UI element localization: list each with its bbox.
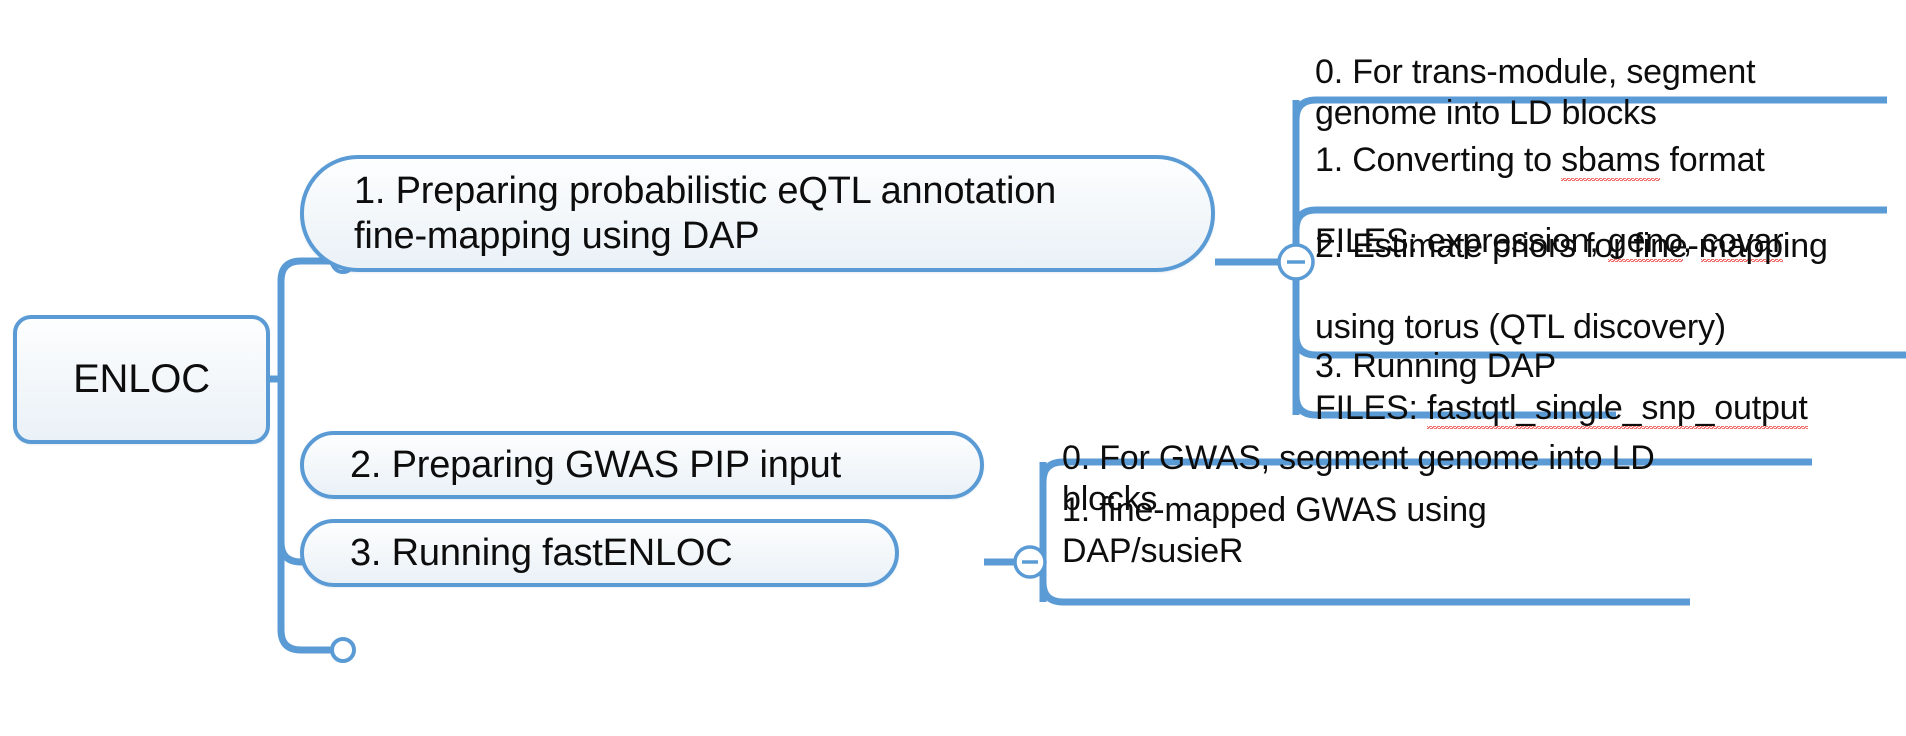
branch-node-1-label: 1. Preparing probabilistic eQTL annotati… — [354, 169, 1057, 257]
branch-node-1[interactable]: 1. Preparing probabilistic eQTL annotati… — [300, 155, 1215, 272]
leaf-item-a2-line1: 2. Estimate priors for fine-mapping — [1315, 227, 1828, 266]
leaf-item-a1-misspelled-covar: covar — [1701, 222, 1784, 263]
branch-node-2[interactable]: 2. Preparing GWAS PIP input — [300, 431, 984, 499]
leaf-item-b1[interactable]: 1. fine-mapped GWAS using DAP/susieR — [1062, 450, 1662, 571]
branch-node-2-label: 2. Preparing GWAS PIP input — [350, 443, 841, 486]
branch-2-collapse-icon — [1013, 545, 1047, 579]
leaf-item-a2[interactable]: 2. Estimate priors for fine-mapping usin… — [1315, 186, 1895, 469]
leaf-item-a1-misspelled-sbams: sbams — [1561, 141, 1661, 182]
leaf-b1-underline — [1039, 581, 1690, 606]
leaf-item-a1[interactable]: 1. Converting to sbams format FILES: exp… — [1315, 100, 1875, 302]
branch-1-collapse-icon — [1277, 243, 1315, 281]
leaf-item-a2-line2: using torus (QTL discovery) — [1315, 308, 1726, 347]
leaf-item-b1-label: 1. fine-mapped GWAS using DAP/susieR — [1062, 491, 1487, 570]
leaf-item-a2-misspelled-fastqtl: fastqtl_single_snp_output — [1426, 389, 1808, 430]
leaf-item-a1-misspelled-geno: geno — [1607, 222, 1683, 263]
leaf-item-b0-label: 0. For GWAS, segment genome into LD bloc… — [1062, 439, 1655, 518]
root-node[interactable]: ENLOC — [13, 315, 270, 444]
leaf-item-a1-line2-mid: , — [1682, 222, 1702, 261]
leaf-item-a0-label: 0. For trans-module, segment genome into… — [1315, 53, 1756, 132]
leaf-item-a1-line1: 1. Converting to sbams format — [1315, 140, 1875, 182]
leaf-item-a3-label: 3. Running DAP — [1315, 347, 1557, 386]
branch-node-3-label: 3. Running fastENLOC — [350, 531, 733, 574]
leaf-item-a1-line2-pre: FILES: expression, — [1315, 222, 1608, 261]
leaf-item-a1-line1-post: format — [1660, 141, 1765, 180]
branch-node-3[interactable]: 3. Running fastENLOC — [300, 519, 899, 587]
branch-3-bullet-icon — [330, 637, 356, 663]
leaf-item-a2-line3-pre: FILES: — [1315, 389, 1427, 428]
leaf-item-a1-line2: FILES: expression, geno, covar — [1315, 221, 1875, 263]
leaf-item-a3[interactable]: 3. Running DAP — [1315, 306, 1875, 387]
leaf-item-a0[interactable]: 0. For trans-module, segment genome into… — [1315, 12, 1875, 133]
leaf-item-a1-line1-pre: 1. Converting to — [1315, 141, 1562, 180]
leaf-item-b0[interactable]: 0. For GWAS, segment genome into LD bloc… — [1062, 398, 1662, 519]
trunk-to-branch-3 — [277, 629, 337, 654]
leaf-item-a2-line3: FILES: fastqtl_single_snp_output — [1315, 388, 1895, 430]
root-node-label: ENLOC — [73, 356, 210, 401]
